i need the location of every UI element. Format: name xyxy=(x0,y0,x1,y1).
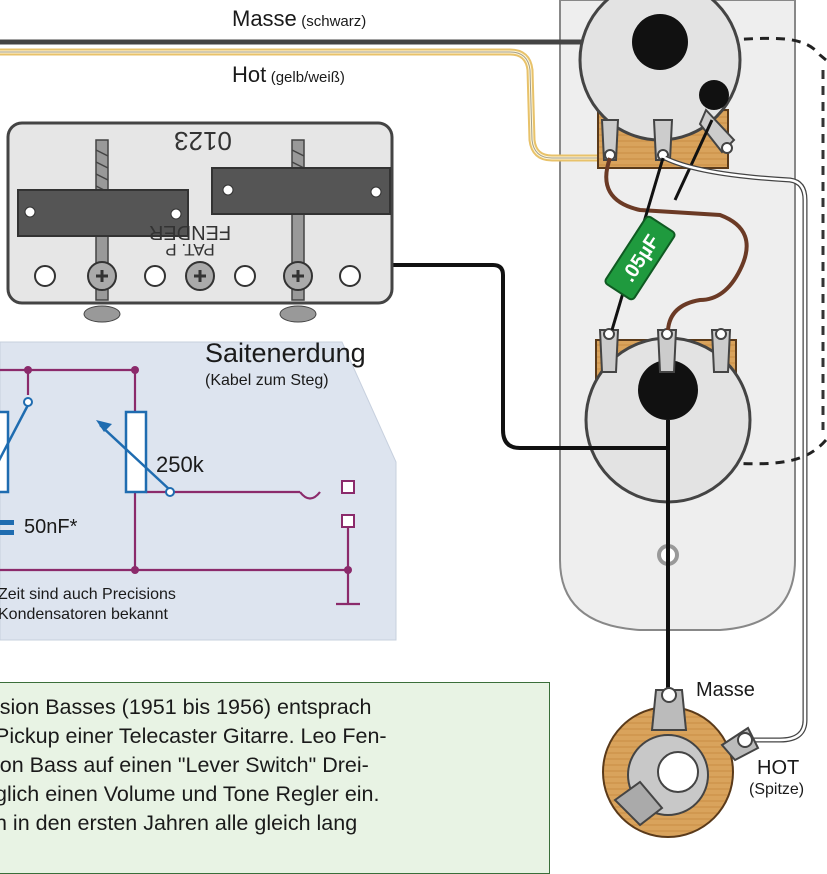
jack-hot-sub: (Spitze) xyxy=(749,781,805,798)
ground-link-dashed xyxy=(679,36,827,466)
info-box: ision Basses (1951 bis 1956) entsprach P… xyxy=(0,682,550,874)
info-line: glich einen Volume und Tone Regler ein. xyxy=(0,782,380,806)
wire-string-ground xyxy=(392,263,668,450)
ground-wire-label: Masse (schwarz) xyxy=(232,6,366,32)
schematic-pot-value: 250k xyxy=(156,452,204,477)
volume-pot xyxy=(578,0,742,169)
schematic-pot-volume xyxy=(124,410,148,494)
ground-wire-name: Masse xyxy=(232,6,297,31)
info-line: ision Basses (1951 bis 1956) entsprach xyxy=(0,695,372,719)
schematic-cap-symbol xyxy=(0,520,14,525)
schematic-footnote-1: Zeit sind auch Precisions xyxy=(0,586,176,603)
info-text: ision Basses (1951 bis 1956) entsprach P… xyxy=(0,693,549,838)
output-jack xyxy=(602,687,760,838)
info-line: n in den ersten Jahren alle gleich lang xyxy=(0,811,358,835)
jack-hot-label: HOT xyxy=(757,757,800,779)
pickup: 0123 FENDER PAT. P xyxy=(6,121,394,323)
hot-wire-color: (gelb/weiß) xyxy=(270,69,345,86)
hot-wire-label: Hot (gelb/weiß) xyxy=(232,62,345,88)
hot-wire-name: Hot xyxy=(232,62,267,87)
pickup-brand: FENDER xyxy=(149,221,231,243)
schematic-footnote-2: Kondensatoren bekannt xyxy=(0,606,168,623)
schematic-jack-tip xyxy=(341,480,355,494)
wiring-diagram: .05µF xyxy=(0,0,827,838)
string-ground-title: Saitenerdung xyxy=(205,338,366,368)
wire-brown-vol-tone xyxy=(604,157,749,331)
schematic-jack-sleeve xyxy=(341,514,355,528)
schematic-cap-value: 50nF* xyxy=(24,516,78,538)
pickup-pat: PAT. P xyxy=(165,240,214,259)
jack-ground-label: Masse xyxy=(696,679,755,701)
ground-wire-color: (schwarz) xyxy=(301,13,367,30)
string-ground-subtitle: (Kabel zum Steg) xyxy=(205,372,329,389)
pickup-number: 0123 xyxy=(174,126,232,156)
info-line: ion Bass auf einen "Lever Switch" Drei- xyxy=(0,753,369,777)
info-line: Pickup einer Telecaster Gitarre. Leo Fen… xyxy=(0,724,387,748)
